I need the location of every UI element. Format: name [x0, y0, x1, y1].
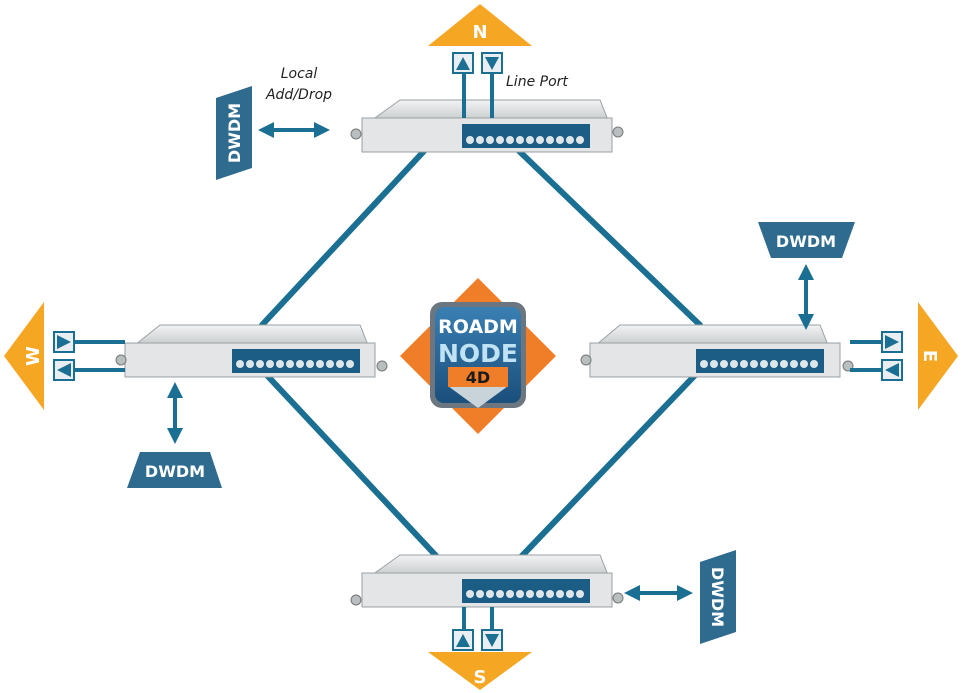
roadm-card-south: [350, 554, 624, 608]
north-amp-up-icon: [452, 52, 474, 74]
dwdm-mux-north-local: DWDM: [216, 86, 252, 180]
logo-node-text: NODE: [438, 339, 518, 368]
dwdm-mux-west-local: DWDM: [127, 452, 222, 488]
roadm-card-west: [115, 324, 388, 378]
fiber-link-east-south: [515, 367, 703, 563]
direction-north: N: [428, 4, 532, 46]
south-amp-down-icon: [481, 629, 503, 651]
direction-north-label: N: [472, 22, 487, 43]
dwdm-mux-east-local: DWDM: [758, 222, 855, 258]
add-drop-label: Add/Drop: [265, 87, 332, 103]
roadm-node-logo: ROADM NODE 4D: [400, 278, 556, 434]
dwdm-label: DWDM: [708, 567, 727, 627]
dwdm-label: DWDM: [225, 103, 244, 163]
east-amp-out-icon: [881, 331, 903, 353]
roadm-card-east: [580, 324, 854, 378]
fiber-links: [259, 147, 703, 563]
logo-roadm-text: ROADM: [438, 316, 518, 338]
direction-east-label: E: [919, 350, 940, 362]
logo-4d-text: 4D: [466, 368, 490, 387]
fiber-link-north-west: [259, 147, 428, 328]
east-amp-in-icon: [881, 359, 903, 381]
local-label: Local: [281, 66, 318, 82]
south-amp-up-icon: [452, 629, 474, 651]
direction-east: E: [918, 302, 958, 410]
dwdm-label: DWDM: [145, 462, 205, 481]
direction-west: W: [4, 302, 44, 410]
dwdm-label: DWDM: [776, 232, 836, 251]
roadm-card-north: [350, 99, 624, 153]
direction-south: S: [428, 652, 532, 690]
direction-west-label: W: [23, 346, 44, 366]
dwdm-mux-south-local: DWDM: [700, 550, 736, 644]
west-amp-in-icon: [53, 359, 75, 381]
fiber-link-west-south: [259, 367, 443, 563]
west-amp-out-icon: [53, 331, 75, 353]
north-amp-down-icon: [481, 52, 503, 74]
fiber-link-north-east: [515, 147, 703, 328]
direction-south-label: S: [474, 667, 487, 688]
line-port-label: Line Port: [506, 74, 568, 90]
